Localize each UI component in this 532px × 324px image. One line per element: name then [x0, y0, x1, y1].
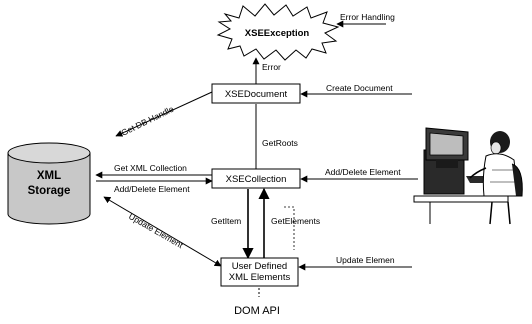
collection-label: XSECollection: [226, 174, 287, 185]
update-element-right-label: Update Elemen: [336, 255, 395, 265]
elements-label-line2: XML Elements: [229, 272, 291, 283]
create-document-label: Create Document: [326, 83, 393, 93]
update-element-left-label: Update Element: [127, 211, 185, 250]
storage-label-line2: Storage: [28, 185, 71, 197]
add-delete-right-label: Add/Delete Element: [325, 167, 401, 177]
document-node: XSEDocument: [211, 83, 301, 104]
get-xml-collection-label: Get XML Collection: [114, 163, 187, 173]
database-cylinder-icon: [7, 142, 91, 225]
diagram-title: DOM API: [234, 305, 280, 317]
user-at-computer-icon: [413, 127, 523, 225]
elements-label-line1: User Defined: [232, 261, 287, 272]
get-db-handle-arrow: [115, 91, 213, 137]
exception-node: XSEException: [216, 3, 340, 61]
elements-node: User Defined XML Elements: [220, 257, 299, 287]
error-label: Error: [262, 62, 281, 72]
document-label: XSEDocument: [225, 89, 288, 100]
get-elements-label: GetElements: [271, 216, 320, 226]
dashed-bracket: [284, 206, 295, 250]
get-roots-label: GetRoots: [262, 138, 298, 148]
get-db-handle-label: Get DB Handle: [119, 104, 175, 138]
get-item-label: GetItem: [211, 216, 241, 226]
storage-label-line1: XML: [37, 170, 61, 182]
add-delete-left-label: Add/Delete Element: [114, 184, 190, 194]
exception-label: XSEException: [245, 28, 310, 39]
error-handling-label: Error Handling: [340, 12, 395, 22]
xml-storage: XML Storage: [7, 142, 91, 225]
collection-node: XSECollection: [211, 168, 301, 189]
starburst-icon: [216, 3, 340, 61]
update-element-left-arrow: [103, 196, 222, 267]
